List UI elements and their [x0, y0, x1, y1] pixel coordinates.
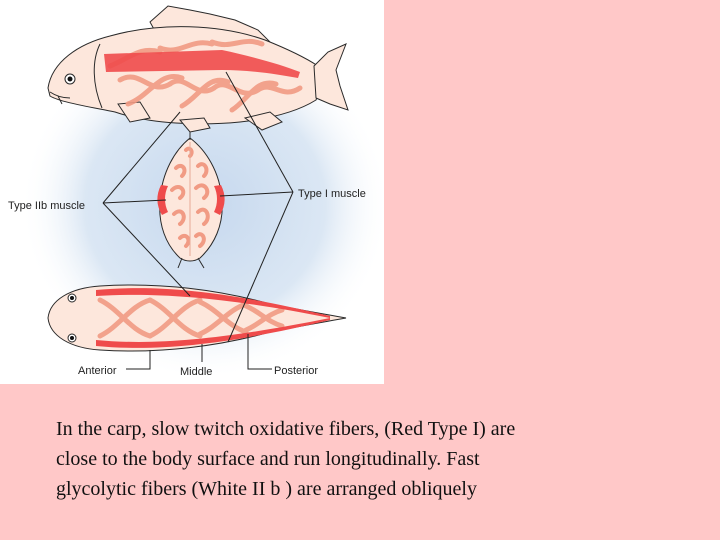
label-type-iib-muscle: Type IIb muscle — [8, 200, 85, 212]
caption-line-3: glycolytic fibers (White II b ) are arra… — [56, 478, 477, 500]
label-anterior: Anterior — [78, 365, 117, 377]
tail-fin — [313, 43, 349, 111]
mouth — [49, 91, 71, 99]
type-i-red-band — [104, 50, 300, 78]
gill-cover — [93, 43, 103, 109]
type-iib-fibers-dorsal — [97, 297, 285, 339]
pelvic-fin — [179, 117, 211, 133]
type-i-band-top — [96, 288, 330, 318]
caption-line-1: In the carp, slow twitch oxidative fiber… — [56, 418, 516, 440]
eye-bottom-pupil — [70, 336, 74, 340]
caption-line-2: close to the body surface and run longit… — [56, 448, 480, 470]
label-type-i-muscle: Type I muscle — [298, 188, 366, 200]
eye-top-pupil — [70, 296, 74, 300]
type-i-band-bottom — [96, 318, 330, 348]
label-posterior: Posterior — [274, 365, 318, 377]
leader-lines — [102, 71, 294, 370]
carp-muscle-diagram: Type IIb muscle Type I muscle Anterior M… — [0, 0, 384, 384]
barbel — [57, 95, 63, 105]
dorsal-body — [47, 284, 347, 352]
ventral-fins — [177, 257, 205, 269]
type-i-patch-right — [214, 185, 225, 215]
carp-dorsal-view — [47, 284, 347, 352]
type-iib-fibers-lateral — [107, 38, 303, 113]
eye-pupil — [67, 76, 73, 82]
slide-caption: In the carp, slow twitch oxidative fiber… — [56, 414, 656, 504]
carp-lateral-view — [47, 5, 349, 133]
label-middle: Middle — [180, 366, 212, 378]
myomere-whorls — [170, 146, 210, 248]
